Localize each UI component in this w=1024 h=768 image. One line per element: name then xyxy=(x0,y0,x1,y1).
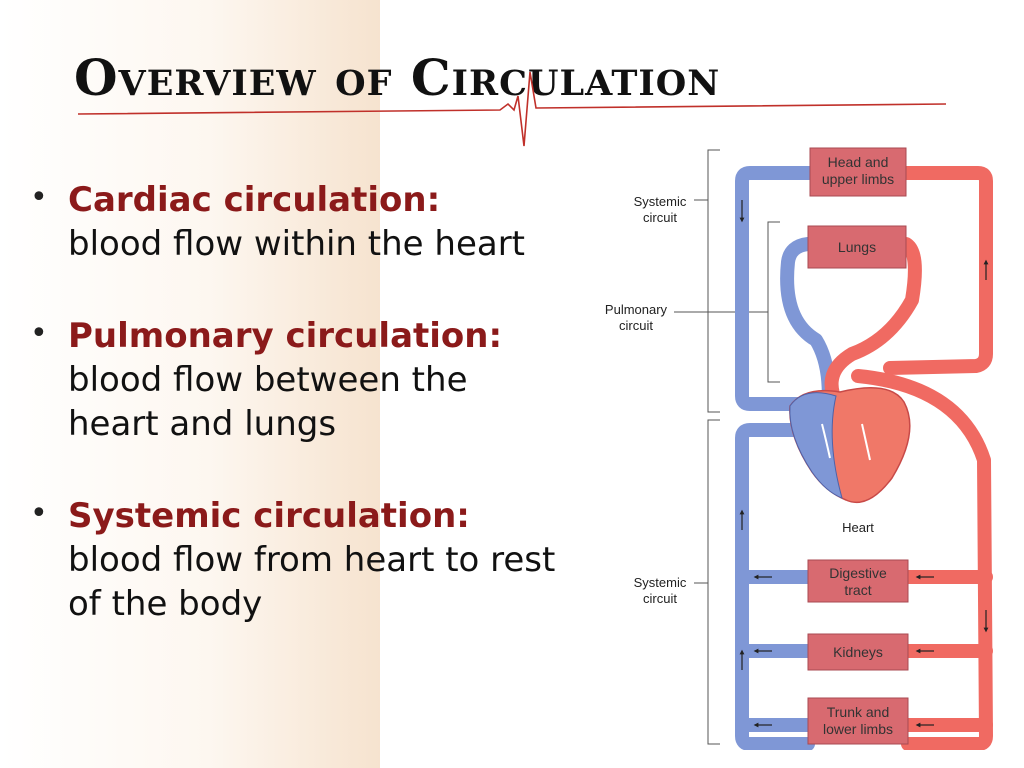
bullet-marker: • xyxy=(30,496,48,531)
box-label-digestive-1: Digestive xyxy=(829,565,887,581)
bullet-description: blood flow within the heart xyxy=(68,224,526,264)
bullet-term: Cardiac circulation: xyxy=(68,180,441,220)
kidneys-box xyxy=(807,633,909,671)
trunk-box xyxy=(807,697,909,745)
label-systemic-top-2: circuit xyxy=(643,210,677,225)
box-label-lungs: Lungs xyxy=(838,239,876,255)
bullet-description: blood flow from heart to rest of the bod… xyxy=(68,540,556,624)
bullet-description: blood flow between the heart and lungs xyxy=(68,360,468,444)
flow-arrows xyxy=(739,200,989,728)
box-label-trunk-1: Trunk and xyxy=(827,704,890,720)
label-systemic-top-1: Systemic xyxy=(634,194,687,209)
bullet-term: Systemic circulation: xyxy=(68,496,470,536)
label-heart: Heart xyxy=(842,520,874,535)
bullet-marker: • xyxy=(30,180,48,215)
bullet-cardiac: • Cardiac circulation: blood flow within… xyxy=(30,178,590,266)
label-pulmonary-2: circuit xyxy=(619,318,653,333)
box-label-head-1: Head and xyxy=(828,154,889,170)
head-box xyxy=(809,147,907,197)
heart-shape xyxy=(789,387,911,504)
digestive-box xyxy=(807,559,909,603)
circuit-brackets xyxy=(674,149,780,745)
slide-title: Overview of Circulation xyxy=(74,48,721,107)
label-pulmonary-1: Pulmonary xyxy=(605,302,668,317)
bullet-list: • Cardiac circulation: blood flow within… xyxy=(30,178,590,674)
label-systemic-bottom-2: circuit xyxy=(643,591,677,606)
background-band xyxy=(0,0,380,768)
ecg-title-underline xyxy=(77,71,947,147)
box-label-kidneys: Kidneys xyxy=(833,644,883,660)
bullet-marker: • xyxy=(30,316,48,351)
bullet-systemic: • Systemic circulation: blood flow from … xyxy=(30,494,590,626)
lungs-box xyxy=(807,225,907,269)
bullet-term: Pulmonary circulation: xyxy=(68,316,503,356)
box-label-trunk-2: lower limbs xyxy=(823,721,893,737)
deoxygenated-vessels xyxy=(735,166,836,750)
circulation-diagram: Head and upper limbs Lungs Digestive tra… xyxy=(605,147,993,750)
label-systemic-bottom-1: Systemic xyxy=(634,575,687,590)
box-label-head-2: upper limbs xyxy=(822,171,894,187)
organ-boxes xyxy=(807,147,909,745)
bullet-pulmonary: • Pulmonary circulation: blood flow betw… xyxy=(30,314,590,446)
box-label-digestive-2: tract xyxy=(844,582,871,598)
